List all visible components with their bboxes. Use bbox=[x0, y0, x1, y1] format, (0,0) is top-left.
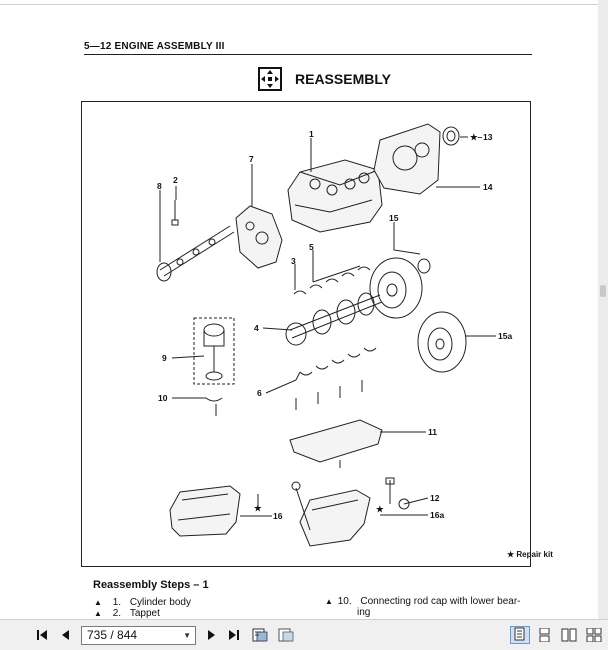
page-number-field[interactable]: 735 / 844 ▼ bbox=[81, 626, 196, 645]
step-item: ing bbox=[357, 607, 370, 618]
continuous-view-icon[interactable] bbox=[536, 627, 552, 643]
svg-text:★–: ★– bbox=[470, 132, 483, 142]
reassembly-icon bbox=[258, 67, 282, 91]
callout-11: 11 bbox=[428, 427, 437, 437]
single-page-view-icon[interactable] bbox=[510, 626, 530, 644]
step-marker: ▲ bbox=[94, 609, 102, 618]
callout-6: 6 bbox=[257, 388, 262, 398]
section-title: REASSEMBLY bbox=[295, 71, 391, 87]
step-number: 2. bbox=[112, 608, 122, 619]
vertical-scrollbar[interactable] bbox=[598, 0, 608, 619]
callout-4: 4 bbox=[254, 323, 259, 333]
steps-title: Reassembly Steps – 1 bbox=[93, 579, 209, 591]
step-text: Cylinder body bbox=[129, 597, 191, 608]
callout-9: 9 bbox=[162, 353, 167, 363]
callout-15a: 15a bbox=[498, 331, 512, 341]
callout-12: 12 bbox=[430, 493, 440, 503]
callout-3: 3 bbox=[291, 256, 296, 266]
continuous-facing-view-icon[interactable] bbox=[586, 627, 602, 643]
first-page-icon[interactable] bbox=[35, 628, 51, 642]
last-page-icon[interactable] bbox=[226, 628, 242, 642]
callout-2: 2 bbox=[173, 175, 178, 185]
callout-13: 13 bbox=[483, 132, 493, 142]
callout-5: 5 bbox=[309, 242, 314, 252]
facing-view-icon[interactable] bbox=[561, 628, 577, 642]
step-number: 1. bbox=[112, 597, 122, 608]
engine-exploded-diagram: 1 2 3 4 5 6 7 8 9 10 11 12 ★– 13 14 15 1… bbox=[156, 123, 512, 547]
callout-14: 14 bbox=[483, 182, 493, 192]
previous-page-icon[interactable] bbox=[58, 628, 74, 642]
viewer-toolbar: 735 / 844 ▼ bbox=[0, 619, 608, 650]
exploded-diagram-frame bbox=[81, 101, 531, 567]
callout-1: 1 bbox=[309, 129, 314, 139]
repair-kit-note: ★ Repair kit bbox=[507, 550, 553, 559]
step-item: ▲ 1. Cylinder body bbox=[94, 597, 191, 608]
fit-page-icon[interactable] bbox=[252, 628, 268, 642]
svg-text:★: ★ bbox=[376, 504, 385, 514]
step-text: Tappet bbox=[129, 608, 160, 619]
step-text: ing bbox=[357, 607, 371, 618]
step-text: Connecting rod cap with lower bear- bbox=[360, 596, 521, 607]
svg-text:★: ★ bbox=[254, 503, 263, 513]
fit-width-icon[interactable] bbox=[278, 628, 294, 642]
document-page: 5—12 ENGINE ASSEMBLY III REASSEMBLY bbox=[0, 0, 608, 619]
scrollbar-thumb[interactable] bbox=[600, 285, 606, 297]
step-marker: ▲ bbox=[94, 598, 102, 607]
callout-16a: 16a bbox=[430, 510, 444, 520]
callout-16: 16 bbox=[273, 511, 283, 521]
callout-7: 7 bbox=[249, 154, 254, 164]
page-indicator: 735 / 844 bbox=[87, 628, 138, 642]
callout-10: 10 bbox=[158, 393, 168, 403]
step-item: ▲ 10. Connecting rod cap with lower bear… bbox=[325, 596, 520, 607]
callout-8: 8 bbox=[157, 181, 162, 191]
chevron-down-icon[interactable]: ▼ bbox=[183, 631, 191, 640]
step-marker: ▲ bbox=[325, 597, 333, 606]
step-number: 10. bbox=[337, 596, 352, 607]
step-item: ▲ 2. Tappet bbox=[94, 608, 160, 619]
page-top-rule bbox=[0, 4, 608, 5]
header-rule bbox=[84, 54, 532, 55]
callout-15: 15 bbox=[389, 213, 399, 223]
page-header: 5—12 ENGINE ASSEMBLY III bbox=[84, 41, 225, 52]
next-page-icon[interactable] bbox=[203, 628, 219, 642]
